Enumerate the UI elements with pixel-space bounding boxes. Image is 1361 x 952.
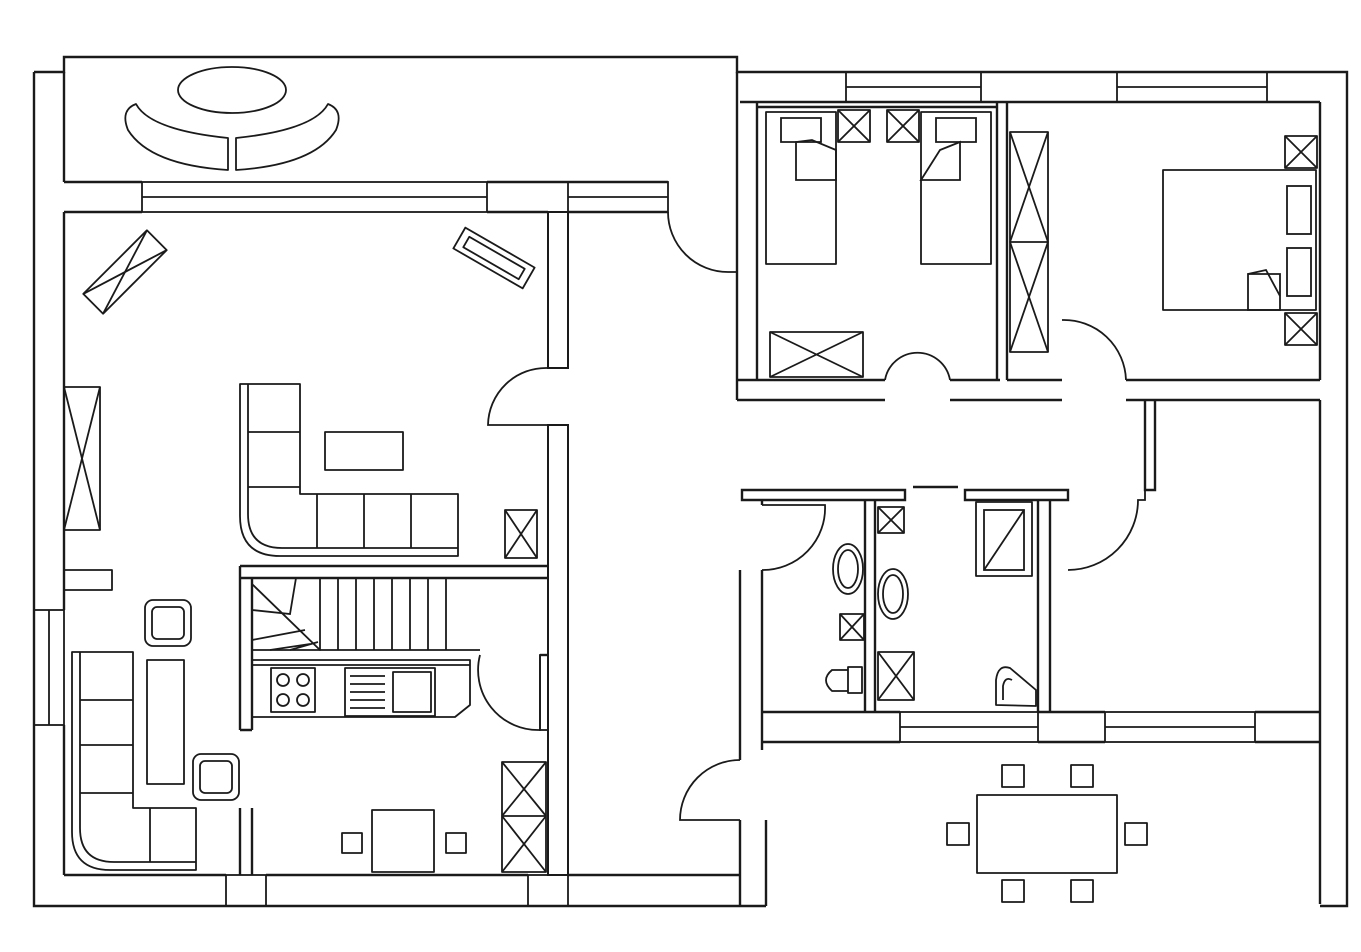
terrace-furniture [124,66,340,171]
master-nightstand-top [1284,135,1318,169]
door-bathroom [761,504,826,571]
cabinet-diagonal-left [82,229,168,315]
dining-table [976,794,1118,874]
door-dining [679,759,741,821]
bed-left [765,111,837,265]
kitchen-counter [251,659,471,718]
stove [270,667,316,713]
kitchen-table [371,809,435,873]
staircase [251,577,480,651]
nightstand-left [837,109,871,143]
door-kitchen [477,654,541,731]
sofa-l-west [71,651,197,871]
interior-walls [62,102,1320,906]
door-storage [1067,490,1146,571]
coffee-table [324,431,404,471]
armchair-bottom [192,753,240,801]
master-nightstand-bottom [1284,312,1318,346]
sink [344,667,436,717]
kitchen-chair-right [445,832,467,854]
side-table [146,659,185,785]
kids-wardrobe [769,331,864,378]
terrace-bench-right [235,103,340,171]
doors [477,182,1146,821]
bed-right [919,111,992,265]
kitchen-chair-left [341,832,363,854]
nightstand-right [886,109,920,143]
terrace-bench-left [124,103,229,171]
fridge [501,761,547,873]
windows [33,71,1268,907]
exterior-walls [32,55,1349,908]
bath-cabinet-bottom [877,651,915,701]
bath-cabinet-mid [839,613,865,641]
toilet-right [995,666,1037,707]
washbasin-left [832,543,864,595]
living-room [63,226,538,871]
window-south-2 [527,874,569,907]
toilet-left [825,666,863,694]
dining-chair-4 [1070,879,1094,903]
dining-chair-5 [946,822,970,846]
door-master-room [1061,319,1127,381]
master-bedroom [1009,131,1318,353]
dining-room [946,764,1148,903]
wall-cabinet-west [63,386,101,531]
door-living [487,367,549,426]
window-south-1 [225,874,267,907]
sofa-l-shaped [239,383,459,557]
armchair-top [144,599,192,647]
washbasin-right [877,568,909,620]
dining-chair-1 [1001,764,1025,788]
door-kids-room [884,351,951,381]
master-wardrobe [1009,131,1049,353]
dining-chair-3 [1001,879,1025,903]
cabinet-small [504,509,538,559]
bathroom [825,501,1037,707]
stair-and-kitchen [251,577,547,873]
double-bed [1162,169,1317,311]
shower [975,501,1033,577]
tv-unit [452,226,536,290]
terrace-table [177,66,287,114]
kids-bedroom [765,109,992,378]
dining-chair-2 [1070,764,1094,788]
door-terrace [667,182,738,273]
bath-cabinet-top [877,506,905,534]
small-shelf [63,569,113,591]
dining-chair-6 [1124,822,1148,846]
